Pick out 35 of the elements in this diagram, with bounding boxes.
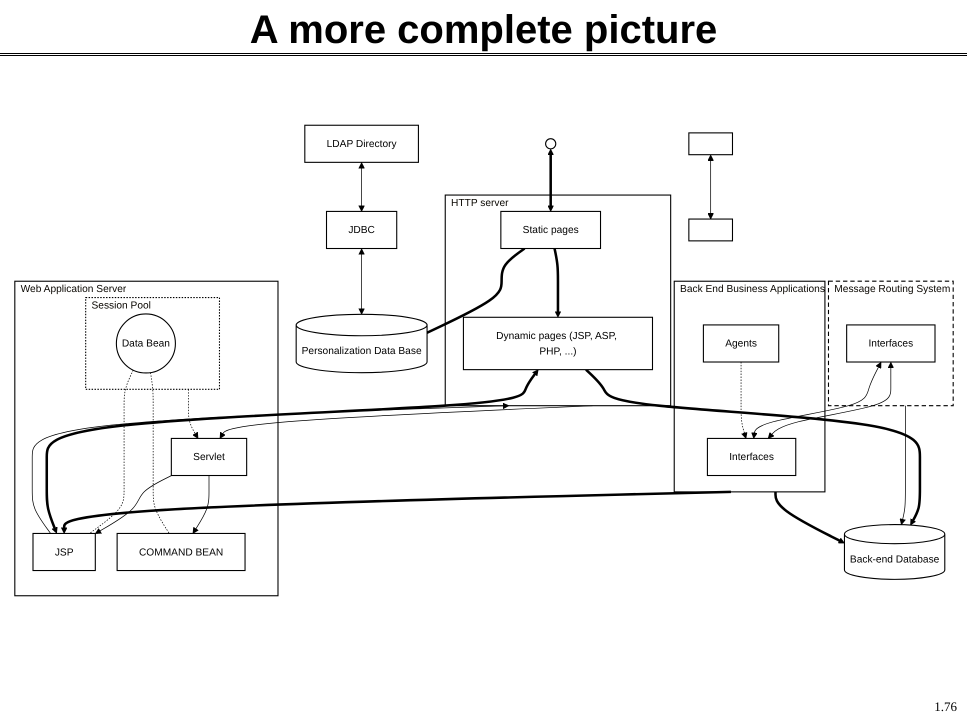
- title: A more complete picture: [0, 8, 967, 56]
- page-number: 1.76: [934, 699, 957, 714]
- arrow: [584, 368, 921, 525]
- node-box: Servlet: [170, 437, 247, 476]
- arrow: [358, 248, 364, 314]
- arrow: [60, 490, 730, 534]
- node-box: JSP: [32, 532, 96, 571]
- arrow: [44, 368, 538, 533]
- arrow: [31, 402, 509, 534]
- node-box: LDAP Directory: [304, 124, 418, 162]
- node-box: JDBC: [325, 210, 397, 249]
- arrow: [188, 388, 198, 438]
- arrow: [899, 404, 906, 524]
- node-box: [688, 132, 733, 155]
- arrow: [552, 248, 561, 318]
- node-circle: Data Bean: [115, 312, 176, 374]
- arrow: [706, 154, 714, 219]
- node-box: Interfaces: [846, 324, 936, 362]
- arrow: [219, 404, 592, 438]
- connector: [150, 372, 170, 534]
- arrow: [358, 162, 364, 212]
- node-box: Interfaces: [706, 437, 796, 476]
- arrow: [750, 361, 881, 438]
- node-box: Dynamic pages (JSP, ASP, PHP, ...): [462, 316, 653, 370]
- node-box: [688, 218, 733, 241]
- arrow: [192, 474, 209, 534]
- node-box: COMMAND BEAN: [116, 532, 246, 571]
- arrow: [774, 491, 844, 543]
- node-box: Static pages: [500, 210, 601, 249]
- node-box: Agents: [702, 324, 779, 362]
- arrow: [546, 148, 554, 212]
- connector: [426, 246, 525, 334]
- arrow: [740, 361, 747, 438]
- arrow: [94, 474, 172, 534]
- arrow: [767, 362, 894, 438]
